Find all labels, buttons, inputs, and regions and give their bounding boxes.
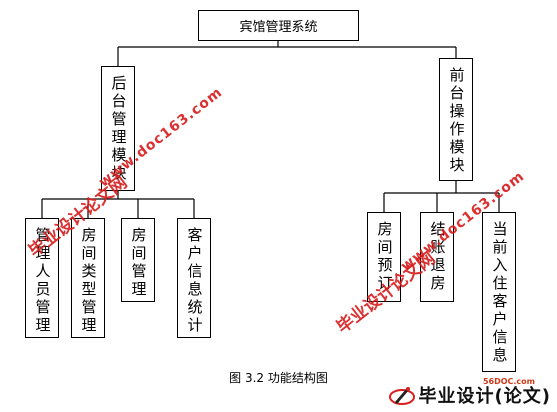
left-child-node: 管理人员管理 — [25, 218, 59, 338]
right-module-label: 前台操作模块 — [447, 67, 466, 175]
left-child-node: 客户信息统计 — [177, 218, 211, 338]
right-child-label: 当前入住客户信息 — [490, 221, 509, 365]
site-logo: 毕业设计(论文) — [388, 382, 551, 408]
right-child-label: 房间预订 — [375, 221, 394, 293]
right-child-node: 当前入住客户信息 — [482, 212, 516, 372]
left-child-label: 客户信息统计 — [185, 227, 204, 335]
right-child-node: 房间预订 — [367, 212, 401, 302]
right-module-node: 前台操作模块 — [439, 58, 473, 181]
left-child-label: 管理人员管理 — [33, 227, 52, 335]
figure-caption: 图 3.2 功能结构图 — [229, 371, 328, 385]
logo-small-text: 56DOC.com — [482, 377, 535, 386]
left-child-label: 房间管理 — [129, 227, 148, 299]
root-node: 宾馆管理系统 — [198, 10, 359, 41]
left-module-node: 后台管理模块 — [101, 66, 135, 191]
left-child-node: 房间管理 — [121, 218, 155, 302]
right-child-label: 结账退房 — [428, 221, 447, 293]
left-module-label: 后台管理模块 — [109, 75, 128, 183]
left-child-label: 房间类型管理 — [79, 227, 98, 335]
root-label: 宾馆管理系统 — [239, 20, 318, 35]
pen-nib-logo-icon — [388, 384, 415, 406]
logo-text: 毕业设计(论文) — [418, 386, 551, 407]
left-child-node: 房间类型管理 — [71, 218, 105, 338]
right-child-node: 结账退房 — [420, 212, 454, 302]
